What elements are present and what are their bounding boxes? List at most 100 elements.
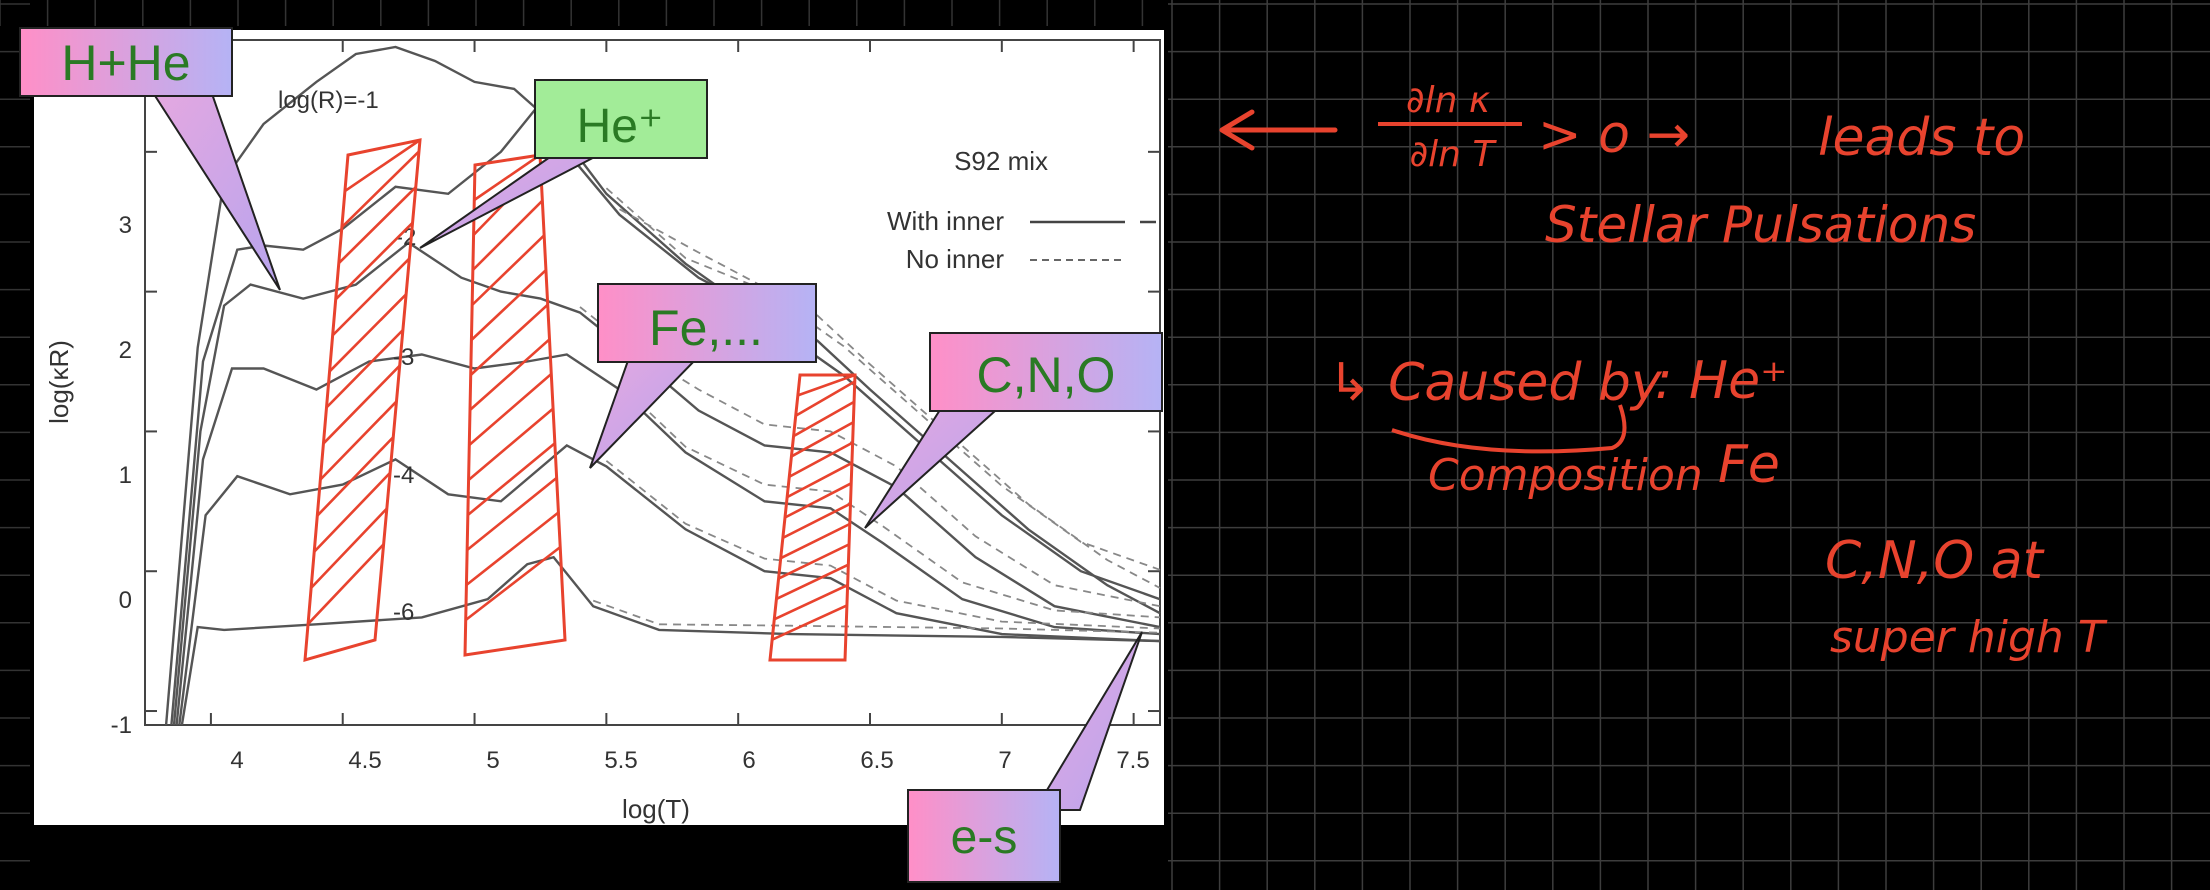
hatched-regions xyxy=(303,138,857,663)
underbrace xyxy=(1391,404,1627,454)
hatch-stroke xyxy=(792,400,855,438)
note-super-high-t: super high T xyxy=(1830,612,2108,663)
callout-e-s-label: e-s xyxy=(951,811,1018,864)
y-tick-label: 0 xyxy=(119,587,132,614)
x-tick-label: 7 xyxy=(998,747,1011,774)
opacity-curve-no-inner xyxy=(579,306,1161,608)
callout-h-he-label: H+He xyxy=(61,35,190,91)
note-fe: Fe xyxy=(1718,435,1780,495)
hatch-stroke xyxy=(337,186,417,265)
callout-he-plus: He⁺ xyxy=(419,79,708,249)
note-greater-than-zero: > o → xyxy=(1538,105,1690,165)
note-stellar-pulsations: Stellar Pulsations xyxy=(1545,196,1976,254)
hatch-stroke xyxy=(471,234,546,306)
x-tick-label: 5 xyxy=(486,747,499,774)
note-fraction-numerator: ∂ln κ xyxy=(1406,80,1491,121)
hatch-stroke xyxy=(340,150,420,229)
hatch-stroke xyxy=(795,380,856,417)
hatch-stroke xyxy=(771,604,848,641)
legend-no-inner: No inner xyxy=(906,244,1005,274)
hatch-stroke xyxy=(788,441,854,478)
opacity-curve-no-inner xyxy=(605,460,1161,630)
hatch-stroke xyxy=(468,372,553,446)
hatch-stroke xyxy=(465,511,560,587)
hatch-stroke xyxy=(786,461,853,499)
x-tick-label: 5.5 xyxy=(604,747,637,774)
x-tick-label: 4.5 xyxy=(348,747,381,774)
hatch-stroke xyxy=(319,400,398,481)
curve-label-minus6: -6 xyxy=(393,599,414,626)
hatch-stroke xyxy=(471,199,544,271)
callout-cno-label: C,N,O xyxy=(977,347,1116,403)
callout-cno: C,N,O xyxy=(864,332,1163,529)
hatch-stroke xyxy=(784,482,852,519)
hatch-stroke xyxy=(797,373,856,397)
opacity-curve xyxy=(175,353,1161,726)
hatch-stroke xyxy=(325,329,404,409)
hatch-stroke xyxy=(790,421,854,458)
hatch-stroke xyxy=(469,303,549,376)
hatch-stroke xyxy=(313,471,391,553)
hatch-stroke xyxy=(310,507,388,589)
axis-ticks xyxy=(145,40,1160,725)
callout-he-plus-label: He⁺ xyxy=(577,100,664,153)
hatch-stroke xyxy=(469,338,551,411)
hatch-stroke xyxy=(316,436,395,517)
hatch-stroke xyxy=(331,257,411,337)
opacity-curve xyxy=(178,443,1161,726)
hatch-stroke xyxy=(467,442,556,517)
hatch-stroke xyxy=(473,153,541,202)
note-fraction-denominator: ∂ln T xyxy=(1410,134,1498,175)
arrow-left-icon xyxy=(1219,109,1338,151)
legend-with-inner: With inner xyxy=(887,206,1004,236)
handwritten-notes: ∂ln κ ∂ln T > o → leads to Stellar Pulsa… xyxy=(1219,80,2108,663)
x-axis-label: log(T) xyxy=(622,794,690,824)
hatch-band-outline xyxy=(303,138,422,663)
opacity-curve xyxy=(180,555,1161,726)
hatch-stroke xyxy=(464,546,562,622)
x-tick-label: 6 xyxy=(742,747,755,774)
callout-e-s: e-s xyxy=(907,631,1143,883)
note-he-plus: : He⁺ xyxy=(1655,351,1788,411)
y-tick-label: 2 xyxy=(119,337,132,364)
hatch-stroke xyxy=(773,583,849,621)
callout-h-he: H+He xyxy=(19,27,281,291)
hatch-stroke xyxy=(467,407,554,481)
curve-label-logr-1: log(R)=-1 xyxy=(278,87,379,114)
plot-title: S92 mix xyxy=(954,146,1048,176)
x-tick-label: 6.5 xyxy=(860,747,893,774)
x-tick-label: 7.5 xyxy=(1116,747,1149,774)
note-composition: Composition xyxy=(1428,450,1703,501)
opacity-curve-no-inner xyxy=(619,208,1161,589)
note-leads-to: leads to xyxy=(1818,108,2025,168)
hatch-stroke xyxy=(780,522,851,560)
note-caused-by: ↳ Caused by xyxy=(1328,353,1663,413)
opacity-curve-no-inner xyxy=(605,187,1161,571)
opacity-curve-no-inner xyxy=(618,383,1161,619)
hatch-stroke xyxy=(775,563,849,601)
hatch-stroke xyxy=(334,221,414,301)
hatch-stroke xyxy=(328,293,408,373)
curve-label-minus3: -3 xyxy=(393,344,414,371)
x-tick-label: 4 xyxy=(230,747,243,774)
hatch-stroke xyxy=(778,543,850,580)
note-cno-at: C,N,O at xyxy=(1825,531,2045,591)
hatch-stroke xyxy=(322,364,401,445)
y-tick-label: 3 xyxy=(119,212,132,239)
hatch-stroke xyxy=(344,138,421,193)
hatch-stroke xyxy=(782,502,852,540)
hatch-band-outline xyxy=(463,153,567,657)
hatch-stroke xyxy=(466,476,558,552)
hatch-band-outline xyxy=(768,373,857,662)
y-axis-label: log(κR) xyxy=(44,340,74,424)
hatch-stroke xyxy=(307,543,385,625)
hatch-stroke xyxy=(470,269,547,341)
curve-label-minus4: -4 xyxy=(393,462,414,489)
callout-fe: Fe,... xyxy=(589,283,817,469)
opacity-curve-no-inner xyxy=(592,599,1161,634)
y-tick-label: 1 xyxy=(119,462,132,489)
callout-fe-label: Fe,... xyxy=(649,300,763,356)
y-tick-label: -1 xyxy=(111,712,132,739)
